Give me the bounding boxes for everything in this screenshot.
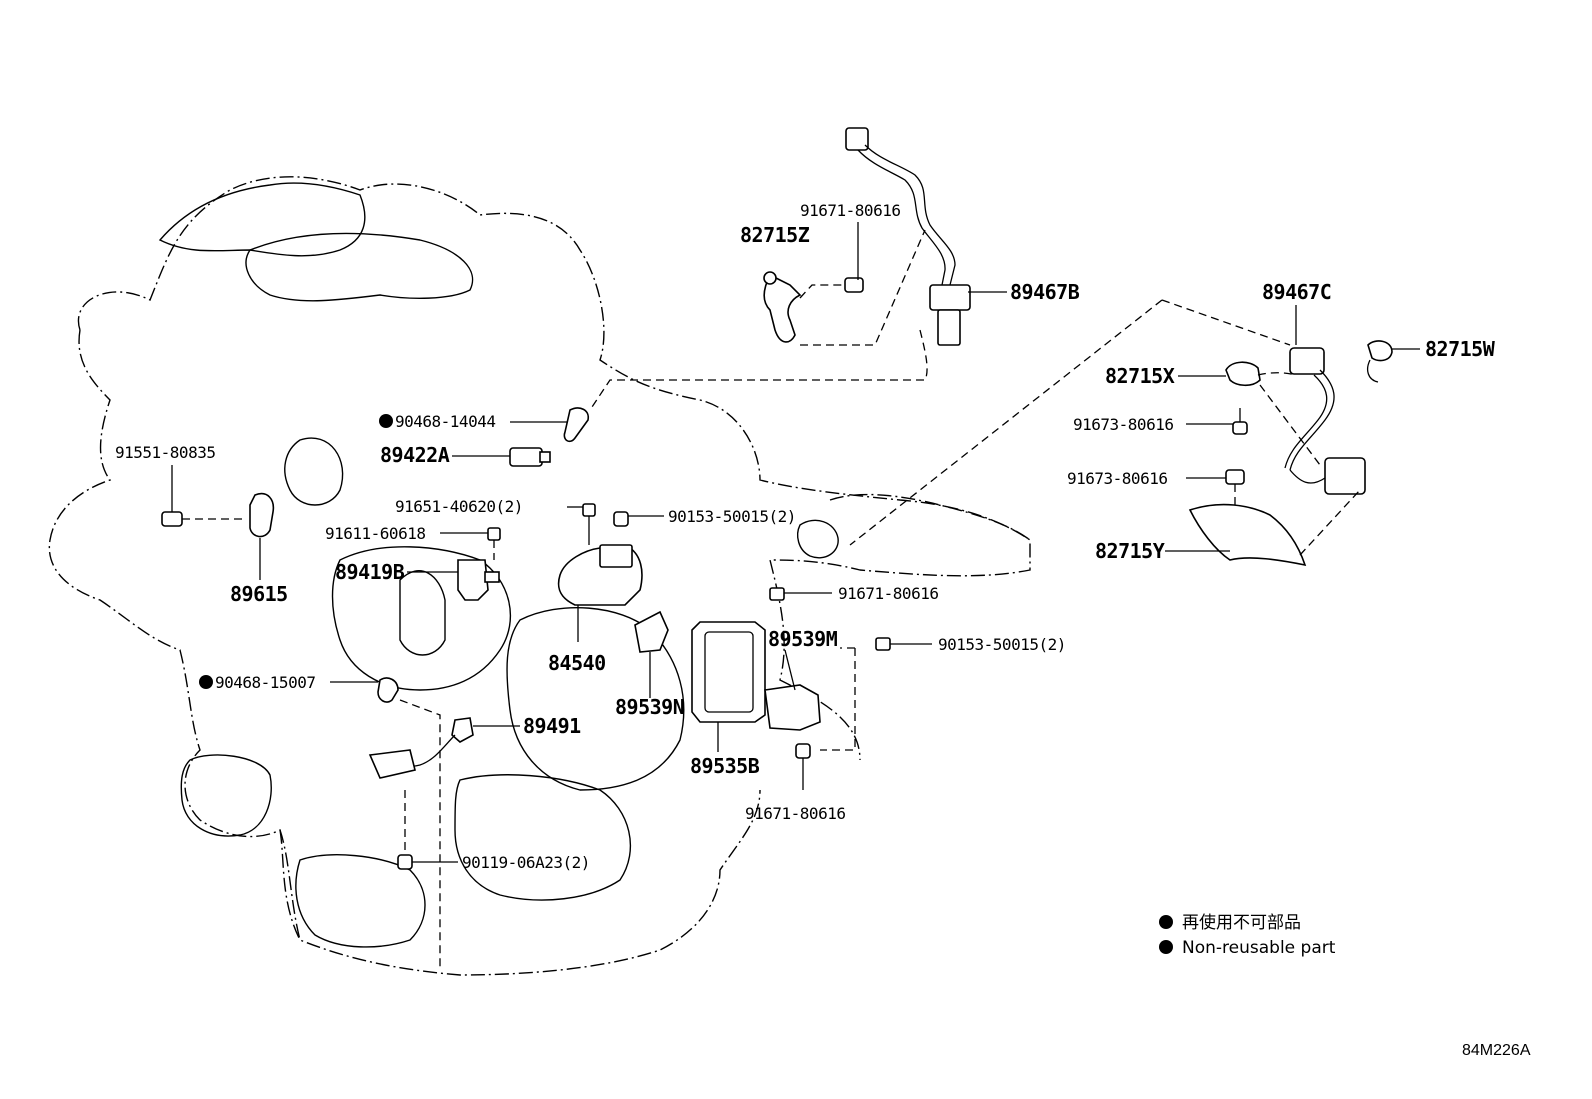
label-89539M: 89539M bbox=[768, 627, 838, 651]
sensor-89419B-icon bbox=[457, 559, 489, 601]
clip-82715W-icon bbox=[1367, 340, 1393, 362]
sensor-89491-icon bbox=[451, 717, 474, 743]
legend-en: Non-reusable part bbox=[1182, 938, 1336, 958]
label-82715Z: 82715Z bbox=[740, 223, 810, 247]
legend: 再使用不可部品 Non-reusable part bbox=[1159, 912, 1336, 958]
bracket-82715X-icon bbox=[1225, 361, 1261, 387]
sensor-89615-icon bbox=[249, 493, 275, 538]
label-82715Y: 82715Y bbox=[1095, 539, 1165, 563]
non-reusable-dot-icon bbox=[199, 675, 213, 689]
label-84540: 84540 bbox=[548, 651, 606, 675]
bracket-89539M-icon bbox=[764, 684, 821, 731]
label-89539N: 89539N bbox=[615, 695, 684, 719]
label-91551-80835: 91551-80835 bbox=[115, 443, 215, 462]
sensor-89422A-icon bbox=[509, 447, 543, 467]
leader-lines bbox=[171, 222, 1420, 863]
label-91651-40620: 91651-40620(2) bbox=[395, 497, 523, 516]
label-89535B: 89535B bbox=[690, 754, 760, 778]
legend-jp: 再使用不可部品 bbox=[1182, 912, 1301, 933]
sensor-89467B-icon bbox=[929, 284, 971, 311]
label-90119-06A23: 90119-06A23(2) bbox=[462, 853, 590, 872]
label-91671-80616-b: 91671-80616 bbox=[838, 584, 938, 603]
diagram-code: 84M226A bbox=[1462, 1042, 1531, 1059]
ecu-89535B-icon bbox=[691, 621, 766, 723]
bracket-89539N-icon bbox=[634, 610, 669, 653]
non-reusable-dot-icon bbox=[379, 414, 393, 428]
legend-dot-icon bbox=[1159, 940, 1173, 954]
label-89467B: 89467B bbox=[1010, 280, 1080, 304]
bolt-91551-icon bbox=[161, 511, 183, 527]
connector-89467C-icon bbox=[1324, 457, 1366, 495]
bracket-82715Y-icon bbox=[1188, 503, 1307, 567]
label-89422A: 89422A bbox=[380, 443, 450, 467]
label-89615: 89615 bbox=[230, 582, 288, 606]
label-89467C: 89467C bbox=[1262, 280, 1331, 304]
label-90153-50015-a: 90153-50015(2) bbox=[668, 507, 796, 526]
connector-icon bbox=[845, 127, 869, 151]
label-89419B: 89419B bbox=[335, 560, 405, 584]
harness-89467C bbox=[849, 299, 1393, 567]
label-90468-15007: 90468-15007 bbox=[215, 673, 315, 692]
label-91611-60618: 91611-60618 bbox=[325, 524, 425, 543]
label-82715W: 82715W bbox=[1425, 337, 1496, 361]
label-82715X: 82715X bbox=[1105, 364, 1175, 388]
label-91671-80616-a: 91671-80616 bbox=[800, 201, 900, 220]
bolt-icon bbox=[844, 277, 864, 293]
bracket-82715Z bbox=[763, 229, 926, 346]
label-91673-80616-a: 91673-80616 bbox=[1073, 415, 1173, 434]
label-89491: 89491 bbox=[523, 714, 581, 738]
label-90468-14044: 90468-14044 bbox=[395, 412, 495, 431]
engine-outline bbox=[48, 176, 1031, 976]
label-91671-80616-c: 91671-80616 bbox=[745, 804, 845, 823]
part-labels: 89467B 89467C 82715Z 91671-80616 82715W … bbox=[115, 201, 1496, 872]
sensor-89467C-icon bbox=[1289, 347, 1325, 375]
legend-dot-icon bbox=[1159, 915, 1173, 929]
harness-89467B bbox=[589, 127, 971, 411]
central-components bbox=[161, 407, 891, 970]
label-91673-80616-b: 91673-80616 bbox=[1067, 469, 1167, 488]
label-90153-50015-b: 90153-50015(2) bbox=[938, 635, 1066, 654]
clamp-icon bbox=[563, 407, 590, 443]
